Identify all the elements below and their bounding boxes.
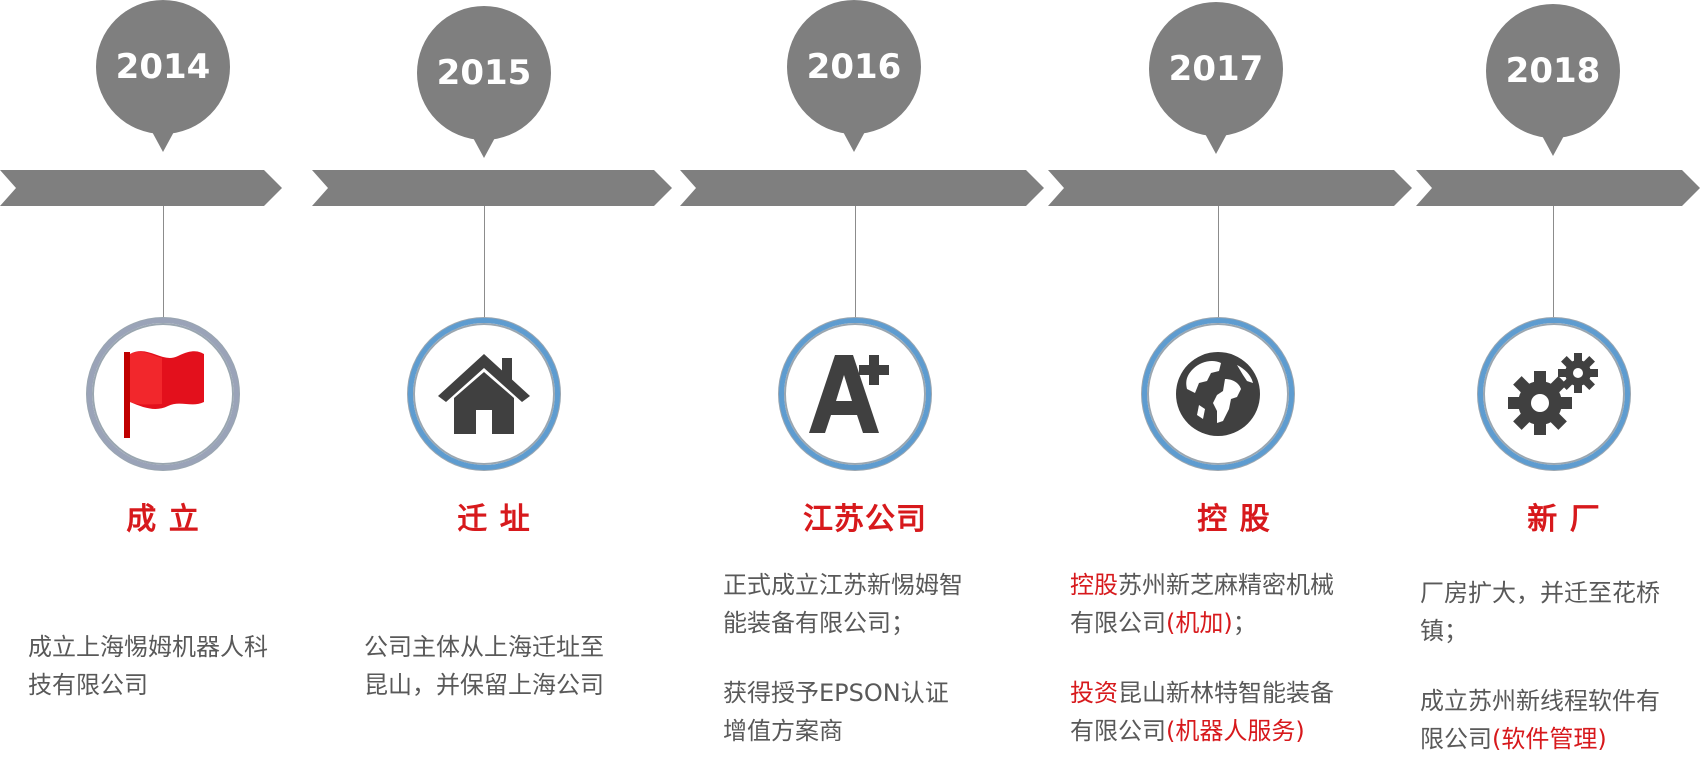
milestone-title: 成 立 [126,502,200,537]
milestone-title: 江苏公司 [803,502,927,537]
desc-line: 有限公司(机加)； [1070,609,1257,637]
desc-line: 成立苏州新线程软件有 [1420,687,1660,715]
desc-line: 控股苏州新芝麻精密机械 [1070,571,1334,599]
milestone-description: 公司主体从上海迁址至 昆山，并保留上海公司 [364,628,604,704]
pin-tip [841,128,867,152]
desc-line: 镇； [1420,617,1468,645]
gears-icon [1508,353,1598,435]
desc-line: 厂房扩大，并迁至花桥 [1420,579,1660,607]
globe-icon [1176,352,1260,436]
year-pin-2014: 2014 [96,0,230,134]
icon-ring [1478,318,1630,470]
year-label: 2017 [1168,49,1264,89]
flag-icon [124,351,204,438]
connector-line [484,206,485,318]
desc-line: 投资昆山新林特智能装备 [1070,679,1334,707]
year-label: 2015 [436,53,532,93]
pin-tip [471,134,497,158]
timeline-arrow-1 [0,170,282,206]
desc-line: 昆山，并保留上海公司 [364,671,604,699]
milestone-description: 成立上海惕姆机器人科 技有限公司 [28,628,268,704]
icon-ring [1142,318,1294,470]
pin-tip [150,128,176,152]
year-pin-2015: 2015 [417,6,551,140]
icon-ring [779,318,931,470]
desc-line: 成立上海惕姆机器人科 [28,633,268,661]
timeline-arrow-3 [680,170,1044,206]
pin-tip [1203,130,1229,154]
timeline-arrow-5 [1416,170,1700,206]
desc-line: 有限公司(机器人服务) [1070,717,1305,745]
connector-line [1553,206,1554,318]
milestone-title: 迁 址 [457,502,531,537]
year-label: 2014 [115,47,211,87]
milestone-description: 厂房扩大，并迁至花桥 镇； 成立苏州新线程软件有 限公司(软件管理) [1420,574,1660,758]
pin-tip [1540,132,1566,156]
milestone-description: 控股苏州新芝麻精密机械 有限公司(机加)； 投资昆山新林特智能装备 有限公司(机… [1070,566,1334,750]
year-label: 2018 [1505,51,1601,91]
year-pin-2017: 2017 [1149,2,1283,136]
desc-line: 公司主体从上海迁址至 [364,633,604,661]
year-pin-2018: 2018 [1486,4,1620,138]
year-label: 2016 [806,47,902,87]
icon-ring [87,318,239,470]
desc-line: 能装备有限公司； [723,609,915,637]
house-icon [438,354,530,434]
milestone-title: 控 股 [1197,502,1271,537]
timeline-arrow-4 [1048,170,1412,206]
desc-line: 限公司(软件管理) [1420,725,1607,753]
connector-line [855,206,856,318]
desc-line: 技有限公司 [28,671,148,699]
milestone-description: 正式成立江苏新惕姆智 能装备有限公司； 获得授予EPSON认证 增值方案商 [723,566,963,750]
timeline-arrow-2 [312,170,672,206]
milestone-title: 新 厂 [1527,502,1601,537]
desc-line: 正式成立江苏新惕姆智 [723,571,963,599]
a-plus-icon [809,355,889,433]
connector-line [163,206,164,318]
connector-line [1218,206,1219,318]
year-pin-2016: 2016 [787,0,921,134]
icon-ring [408,318,560,470]
desc-line: 获得授予EPSON认证 [723,679,949,707]
desc-line: 增值方案商 [723,717,843,745]
